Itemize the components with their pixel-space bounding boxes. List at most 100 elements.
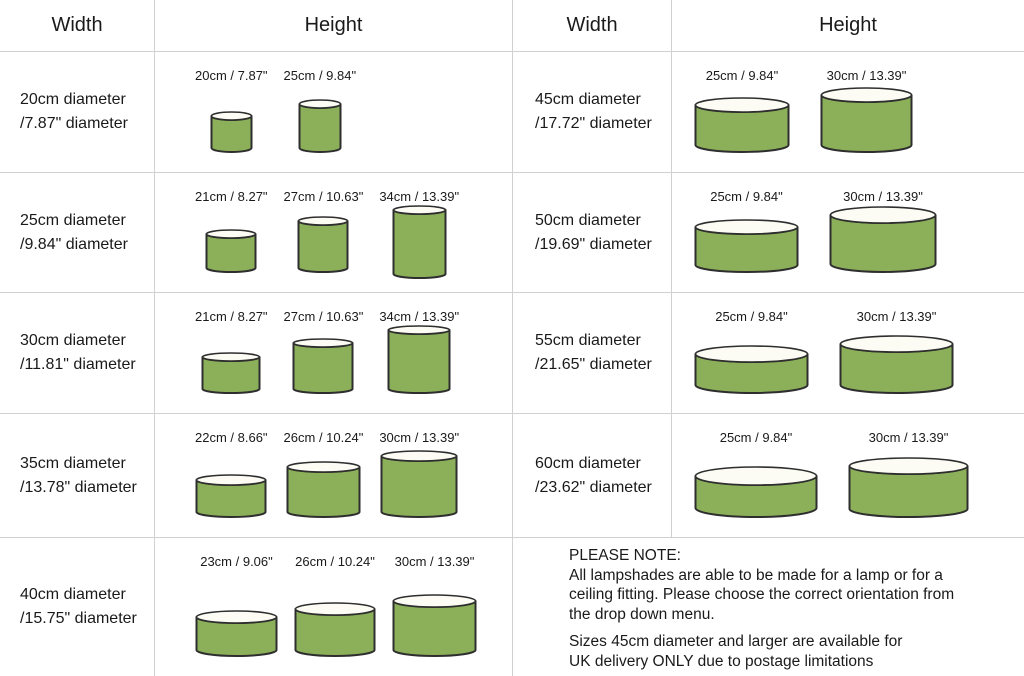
width-label-line: 25cm diameter [20,211,126,229]
row-width-label: 50cm diameter/19.69" diameter [513,173,672,292]
lampshade-cylinder-icon [392,205,447,279]
lampshade-cylinder-icon [839,335,954,394]
shade-figure: 22cm / 8.66" [195,430,268,524]
shade-figure: 21cm / 8.27" [195,309,268,400]
shade-drawing [694,96,790,159]
width-label-line: /17.72" diameter [535,115,652,132]
shade-height-label: 26cm / 10.24" [283,430,364,445]
shade-drawing [829,205,937,279]
row-width-label: 35cm diameter/13.78" diameter [0,414,155,537]
table-row: 25cm diameter/9.84" diameter 21cm / 8.27"… [0,173,512,293]
lampshade-cylinder-icon [298,99,342,153]
shade-height-label: 21cm / 8.27" [195,189,268,204]
shade-figure: 30cm / 13.39" [848,430,969,524]
shade-height-label: 25cm / 9.84" [283,68,357,83]
shade-drawing [298,98,342,159]
width-label-line: /11.81" diameter [20,356,136,373]
shade-height-label: 25cm / 9.84" [705,68,779,83]
lampshade-cylinder-icon [195,474,267,518]
table-row: 20cm diameter/7.87" diameter 20cm / 7.87"… [0,52,512,173]
shade-drawing [848,456,969,524]
shade-height-label: 21cm / 8.27" [195,309,268,324]
shade-height-label: 26cm / 10.24" [295,554,375,569]
lampshade-cylinder-icon [297,216,349,273]
shade-height-label: 30cm / 13.39" [856,309,937,324]
lampshade-cylinder-icon [392,594,477,657]
table-row: 40cm diameter/15.75" diameter 23cm / 9.06… [0,538,512,676]
shade-height-label: 25cm / 9.84" [719,430,793,445]
shade-height-label: 30cm / 13.39" [868,430,949,445]
width-label-line: 50cm diameter [535,211,641,229]
width-label-line: /9.84" diameter [20,235,128,253]
row-width-label: 30cm diameter/11.81" diameter [0,293,155,413]
shade-figure: 27cm / 10.63" [283,309,364,400]
header-width: Width [513,0,672,51]
shade-figure: 26cm / 10.24" [294,554,376,663]
row-shades: 20cm / 7.87" 25cm / 9.84" [155,52,512,172]
shade-drawing [392,204,447,285]
shade-drawing [195,609,278,663]
shade-drawing [694,465,818,524]
row-shades: 25cm / 9.84" 30cm / 13.39" [672,52,1024,172]
shade-figure: 30cm / 13.39" [392,554,477,663]
table-header-row: Width Height [0,0,512,52]
width-label-line: 20cm diameter [20,91,126,108]
lampshade-cylinder-icon [286,461,361,518]
shade-figure: 30cm / 13.39" [379,430,459,524]
shade-drawing [297,215,349,279]
width-label-line: 30cm diameter [20,332,126,349]
lampshade-cylinder-icon [210,111,253,153]
shade-drawing [205,228,257,279]
row-width-label: 45cm diameter/17.72" diameter [513,52,672,172]
shade-figure: 20cm / 7.87" [195,68,268,159]
row-shades: 21cm / 8.27" 27cm / 10.63" 34cm / 13.39" [155,173,512,292]
lampshade-cylinder-icon [380,450,458,518]
width-label-line: 45cm diameter [535,91,641,108]
note-text: PLEASE NOTE: All lampshades are able to b… [513,538,954,676]
shade-height-label: 34cm / 13.39" [379,189,460,204]
shade-drawing [286,460,361,524]
shade-figure: 25cm / 9.84" [283,68,357,159]
shade-figure: 25cm / 9.84" [694,309,809,400]
row-shades: 22cm / 8.66" 26cm / 10.24" 30cm / 13.39" [155,414,512,537]
header-height: Height [819,14,877,36]
shade-drawing [392,593,477,663]
shade-height-label: 30cm / 13.39" [379,430,460,445]
size-table-left: Width Height 20cm diameter/7.87" diamete… [0,0,512,676]
shade-figure: 30cm / 13.39" [820,68,913,159]
row-shades: 21cm / 8.27" 27cm / 10.63" 34cm / 13.39" [155,293,512,413]
shade-drawing [380,449,458,524]
width-label-line: /15.75" diameter [20,610,137,627]
shade-height-label: 27cm / 10.63" [283,189,364,204]
width-label-line: /7.87" diameter [20,115,128,132]
shade-height-label: 34cm / 13.39" [379,309,460,324]
width-label-line: 40cm diameter [20,586,126,603]
shade-height-label: 20cm / 7.87" [195,68,268,83]
shade-figure: 23cm / 9.06" [195,554,278,663]
lampshade-cylinder-icon [387,325,451,394]
shade-figure: 34cm / 13.39" [379,189,459,279]
shade-drawing [387,324,451,400]
lampshade-cylinder-icon [694,219,799,273]
note-line: Sizes 45cm diameter and larger are avail… [569,633,903,650]
table-header-row: Width Height [513,0,1024,52]
note-line: All lampshades are able to be made for a… [569,566,943,584]
shade-figure: 26cm / 10.24" [283,430,364,524]
lampshade-cylinder-icon [820,87,913,153]
shade-drawing [694,218,799,279]
note-title: PLEASE NOTE: [569,547,681,564]
shade-height-label: 30cm / 13.39" [826,68,907,83]
shade-drawing [210,110,253,159]
row-width-label: 40cm diameter/15.75" diameter [0,538,155,676]
shade-height-label: 30cm / 13.39" [394,554,475,569]
shade-height-label: 27cm / 10.63" [283,309,364,324]
lampshade-cylinder-icon [694,466,818,518]
table-row: PLEASE NOTE: All lampshades are able to b… [513,538,1024,676]
shade-drawing [201,351,261,400]
shade-height-label: 25cm / 9.84" [715,309,788,324]
shade-figure: 34cm / 13.39" [379,309,459,400]
